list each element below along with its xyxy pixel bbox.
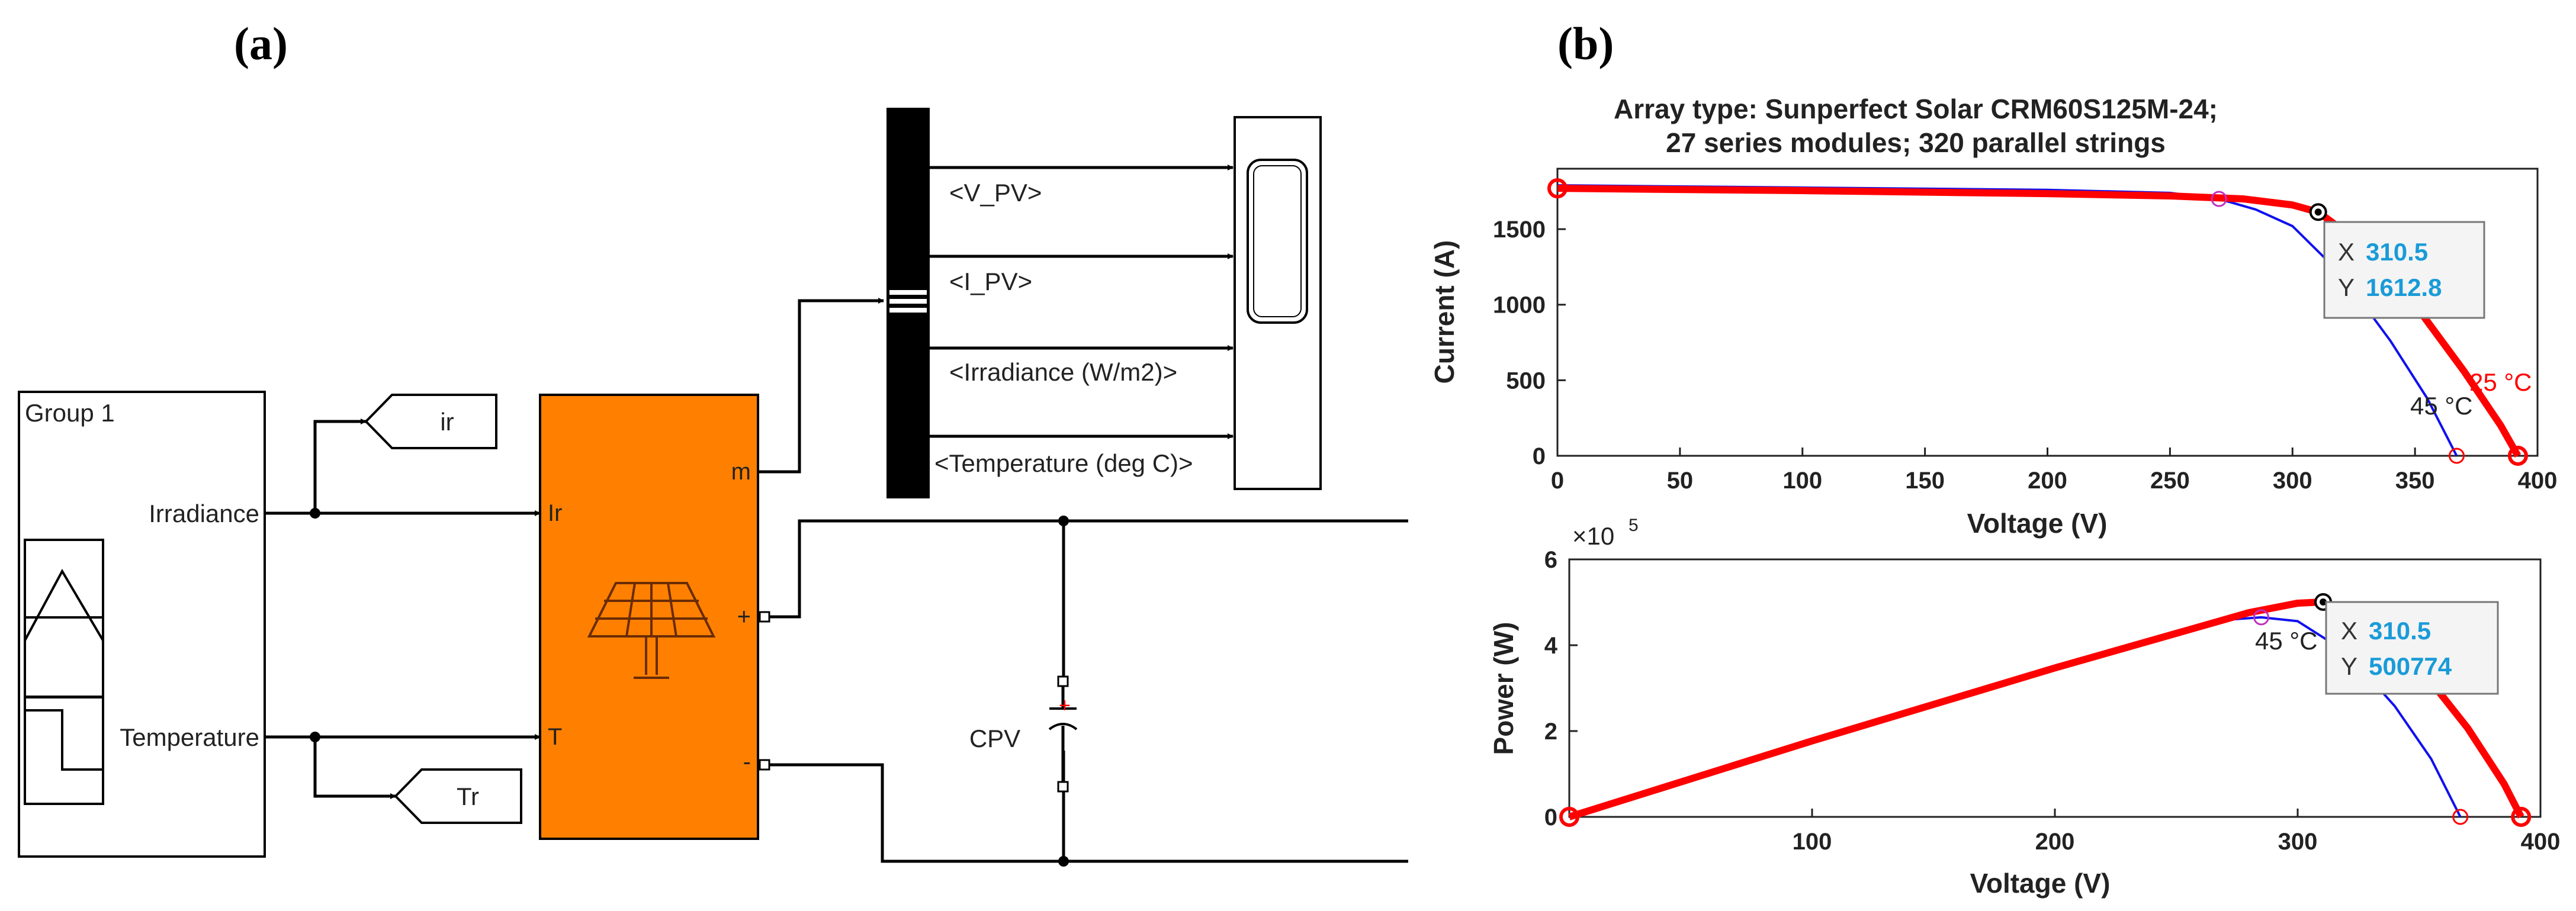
bus-signal-lines: <V_PV> <I_PV> <Irradiance (W/m2)> <Tempe… xyxy=(930,165,1234,477)
scope-icon xyxy=(1247,159,1308,324)
series-line-25c xyxy=(1557,185,2522,458)
port-t-label: T xyxy=(548,724,562,750)
iv-chart: 0 50 100 150 200 250 300 350 400 0 500 1000 1500 Vo… xyxy=(1429,168,2558,539)
y-tick-label: 1500 xyxy=(1493,217,1546,243)
x-tick-label: 0 xyxy=(1551,468,1564,494)
pv-label-45c: 45 °C xyxy=(2255,627,2318,655)
solar-panel-icon xyxy=(587,582,716,679)
x-tick-label: 200 xyxy=(2028,468,2067,494)
x-tick-label: 400 xyxy=(2521,829,2561,855)
waveform-icon xyxy=(24,539,104,805)
bus-signal-label: <Irradiance (W/m2)> xyxy=(949,358,1177,386)
point-marker xyxy=(2452,809,2469,825)
y-tick-label: 0 xyxy=(1544,804,1557,830)
port-ir-label: Ir xyxy=(548,500,562,526)
scope-block[interactable] xyxy=(1234,116,1322,490)
x-tick-label: 250 xyxy=(2150,468,2190,494)
iv-tip-y-value: 1612.8 xyxy=(2366,273,2442,301)
goto-ir-label: ir xyxy=(440,408,454,436)
goto-ir-block[interactable]: ir xyxy=(364,394,497,449)
pv-tip-y-value: 500774 xyxy=(2369,652,2452,680)
point-marker xyxy=(2507,446,2528,466)
pv-tip-x-key: X xyxy=(2341,617,2357,645)
capacitor-label: CPV xyxy=(969,725,1020,752)
datatip-marker-dot xyxy=(2314,208,2322,216)
y-tick-label: 2 xyxy=(1544,719,1557,745)
pv-exponent: ×10 xyxy=(1572,522,1614,550)
output-temperature-label: Temperature xyxy=(120,723,259,751)
capacitor-cpv[interactable]: + CPV xyxy=(969,675,1078,793)
iv-datatip[interactable]: X 310.5 Y 1612.8 xyxy=(2323,221,2485,319)
pv-chart: 100 200 300 400 0 2 4 6 ×10 5 Voltage (V) Powe… xyxy=(1488,516,2560,899)
pv-ylabel: Power (W) xyxy=(1488,622,1519,755)
bus-signal-label: <V_PV> xyxy=(949,179,1042,207)
x-tick-label: 300 xyxy=(2278,829,2318,855)
pv-xlabel: Voltage (V) xyxy=(1970,868,2111,899)
bus-signal-label: <Temperature (deg C)> xyxy=(934,449,1193,477)
y-tick-label: 4 xyxy=(1544,633,1558,659)
point-marker xyxy=(2211,191,2227,207)
point-marker xyxy=(2253,609,2269,626)
iv-label-25c: 25 °C xyxy=(2469,368,2532,396)
x-tick-label: 200 xyxy=(2035,829,2075,855)
signal-builder-block[interactable]: Group 1 Irradiance Temperature xyxy=(18,391,266,858)
plus-mark-icon: + xyxy=(1059,694,1071,717)
chart-title-line1: Array type: Sunperfect Solar CRM60S125M-… xyxy=(1614,94,2218,124)
point-marker xyxy=(2448,448,2465,464)
output-irradiance-label: Irradiance xyxy=(149,500,259,527)
port-plus-label: + xyxy=(737,604,751,630)
pv-array-block[interactable]: Ir T m + - xyxy=(539,394,770,840)
x-tick-label: 100 xyxy=(1793,829,1832,855)
chart-title-line2: 27 series modules; 320 parallel strings xyxy=(1666,127,2166,158)
group-title: Group 1 xyxy=(25,399,115,427)
panel-b: (b) Array type: Sunperfect Solar CRM60S1… xyxy=(1429,18,2560,899)
x-tick-label: 350 xyxy=(2395,468,2435,494)
x-tick-label: 150 xyxy=(1905,468,1945,494)
pv-exponent-power: 5 xyxy=(1629,516,1639,535)
iv-tip-x-key: X xyxy=(2338,238,2355,266)
x-tick-label: 400 xyxy=(2518,468,2558,494)
port-minus-label: - xyxy=(743,749,751,775)
x-tick-label: 100 xyxy=(1782,468,1822,494)
iv-tip-x-value: 310.5 xyxy=(2366,238,2428,266)
bus-selector-block[interactable] xyxy=(886,108,930,498)
wires-outputs xyxy=(758,298,1408,867)
y-tick-label: 1000 xyxy=(1493,292,1546,318)
point-marker xyxy=(1559,807,1579,827)
y-tick-label: 6 xyxy=(1544,547,1557,573)
pv-datatip[interactable]: X 310.5 Y 500774 xyxy=(2325,601,2499,695)
point-marker xyxy=(1547,178,1568,199)
x-tick-label: 300 xyxy=(2273,468,2312,494)
panel-b-label: (b) xyxy=(1557,18,1614,69)
datatip-marker-dot xyxy=(2320,598,2327,606)
pv-tip-y-key: Y xyxy=(2341,652,2357,680)
y-tick-label: 0 xyxy=(1533,443,1546,469)
point-marker xyxy=(2511,807,2532,827)
port-m-label: m xyxy=(731,459,751,485)
iv-tip-y-key: Y xyxy=(2338,273,2355,301)
wires-inputs xyxy=(265,419,541,799)
pv-tip-x-value: 310.5 xyxy=(2369,617,2431,645)
goto-tr-label: Tr xyxy=(457,783,479,810)
iv-label-45c: 45 °C xyxy=(2410,392,2473,420)
iv-ylabel: Current (A) xyxy=(1429,240,1460,384)
panel-a-label: (a) xyxy=(234,18,288,69)
x-tick-label: 50 xyxy=(1667,468,1694,494)
iv-xlabel: Voltage (V) xyxy=(1967,508,2108,539)
panel-a: (a) Group 1 Irradiance Temperature xyxy=(18,18,1408,867)
goto-tr-block[interactable]: Tr xyxy=(394,768,522,824)
bus-signal-label: <I_PV> xyxy=(949,268,1032,295)
y-tick-label: 500 xyxy=(1506,368,1546,394)
